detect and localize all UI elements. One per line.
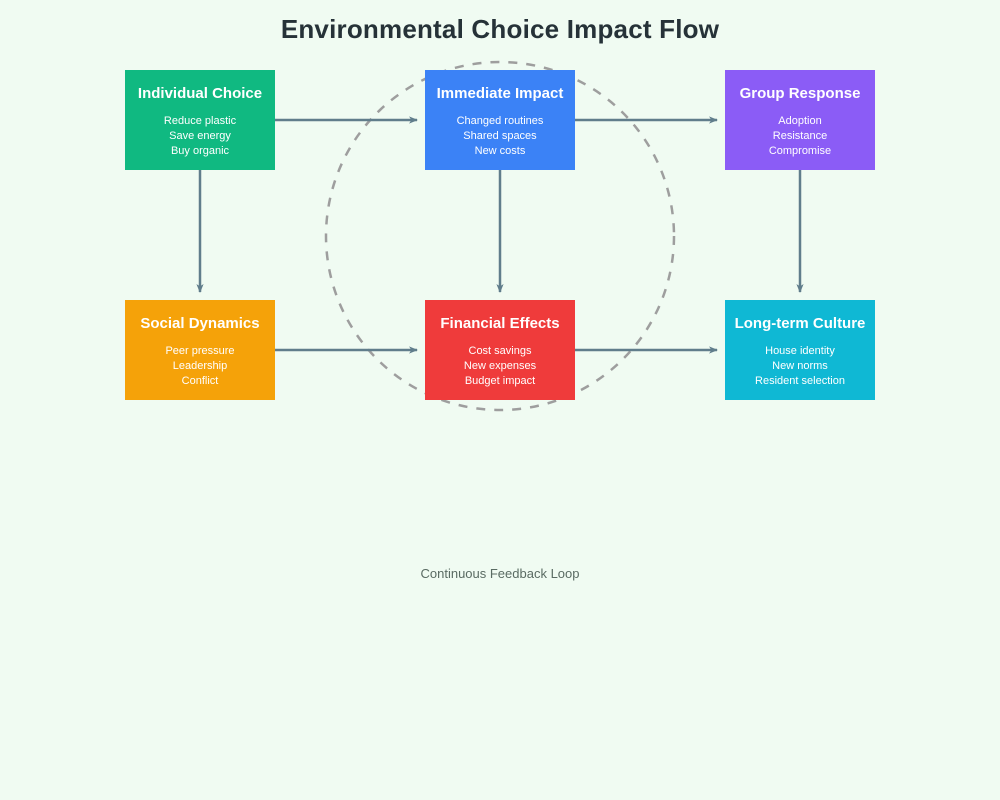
node-details: Adoption Resistance Compromise <box>769 114 831 159</box>
node-detail-line: Changed routines <box>456 115 544 127</box>
node-immediate-impact[interactable]: Immediate Impact Changed routines Shared… <box>425 70 575 170</box>
node-details: Peer pressure Leadership Conflict <box>165 344 234 389</box>
node-social-dynamics[interactable]: Social Dynamics Peer pressure Leadership… <box>125 300 275 400</box>
loop-caption: Continuous Feedback Loop <box>420 566 580 581</box>
node-details: House identity New norms Resident select… <box>755 344 845 389</box>
node-detail-line: Budget impact <box>464 375 536 387</box>
node-detail-line: Peer pressure <box>165 345 235 357</box>
node-detail-line: Conflict <box>181 375 219 387</box>
feedback-loop-circle <box>324 60 676 412</box>
node-detail-line: New norms <box>772 360 828 372</box>
node-detail-line: Shared spaces <box>463 130 537 142</box>
node-title: Individual Choice <box>137 85 263 102</box>
node-title: Long-term Culture <box>734 315 866 332</box>
node-title: Group Response <box>739 85 861 102</box>
node-detail-line: Resident selection <box>755 375 845 387</box>
node-detail-line: Resistance <box>772 130 828 142</box>
page-title: Environmental Choice Impact Flow <box>280 14 720 44</box>
node-details: Cost savings New expenses Budget impact <box>464 344 536 389</box>
node-detail-line: Cost savings <box>468 345 532 357</box>
node-detail-line: Compromise <box>768 145 832 157</box>
node-details: Changed routines Shared spaces New costs <box>457 114 544 159</box>
node-financial-effects[interactable]: Financial Effects Cost savings New expen… <box>425 300 575 400</box>
node-detail-line: Reduce plastic <box>163 115 237 127</box>
node-long-term-culture[interactable]: Long-term Culture House identity New nor… <box>725 300 875 400</box>
node-detail-line: Buy organic <box>170 145 230 157</box>
node-detail-line: House identity <box>765 345 835 357</box>
node-title: Immediate Impact <box>436 85 564 102</box>
node-group-response[interactable]: Group Response Adoption Resistance Compr… <box>725 70 875 170</box>
node-individual-choice[interactable]: Individual Choice Reduce plastic Save en… <box>125 70 275 170</box>
node-details: Reduce plastic Save energy Buy organic <box>164 114 236 159</box>
node-title: Financial Effects <box>440 315 560 332</box>
node-detail-line: Leadership <box>172 360 228 372</box>
node-detail-line: New expenses <box>463 360 537 372</box>
node-detail-line: New costs <box>474 145 526 157</box>
node-title: Social Dynamics <box>140 315 260 332</box>
node-detail-line: Adoption <box>778 115 822 127</box>
node-detail-line: Save energy <box>169 130 231 142</box>
